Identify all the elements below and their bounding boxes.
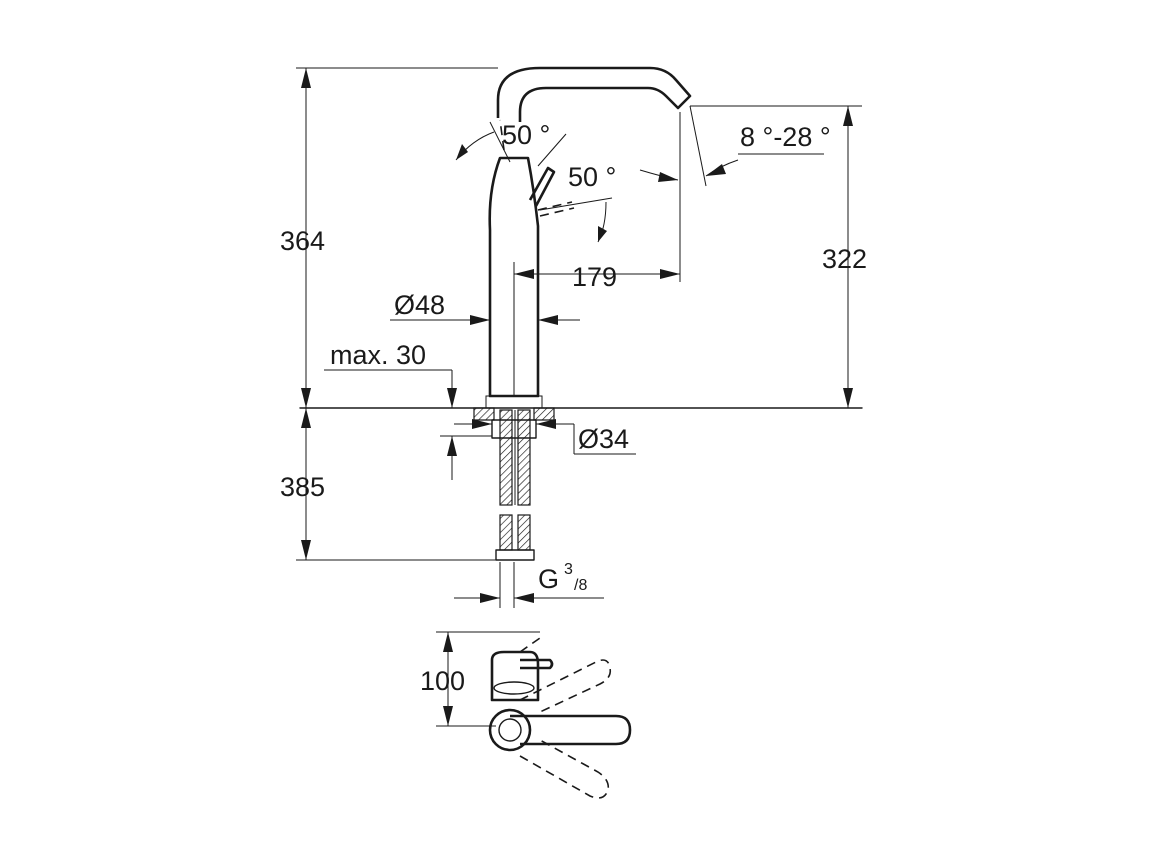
label-below-deck: 385 (280, 472, 325, 502)
supply-hose-right (517, 409, 531, 506)
label-max-deck: max. 30 (330, 340, 426, 370)
label-hole-diameter: Ø34 (578, 424, 629, 454)
label-thread-den: /8 (574, 577, 587, 594)
label-top-view-depth: 100 (420, 666, 465, 696)
dimension-labels: 364 385 322 179 Ø48 max. 30 Ø34 50 ° 50 … (280, 120, 867, 696)
spout (496, 66, 692, 122)
top-spout-circle (488, 708, 532, 752)
faucet-side-view (299, 66, 863, 561)
faucet-top-view (436, 631, 632, 799)
label-outlet-angle: 8 °-28 ° (740, 122, 831, 152)
lever-handle (528, 166, 556, 207)
dimension-lines (296, 67, 862, 608)
label-body-diameter: Ø48 (394, 290, 445, 320)
label-spout-height: 322 (822, 244, 867, 274)
label-thread-num: 3 (564, 561, 573, 578)
top-body-outline (490, 650, 540, 702)
label-lever-angle-top: 50 ° (502, 120, 550, 150)
top-lever-arm (510, 714, 632, 746)
label-total-height: 364 (280, 226, 325, 256)
supply-hose-left (499, 409, 513, 506)
label-lever-angle-side: 50 ° (568, 162, 616, 192)
label-spout-reach: 179 (572, 262, 617, 292)
label-thread-letter: G (538, 564, 559, 594)
